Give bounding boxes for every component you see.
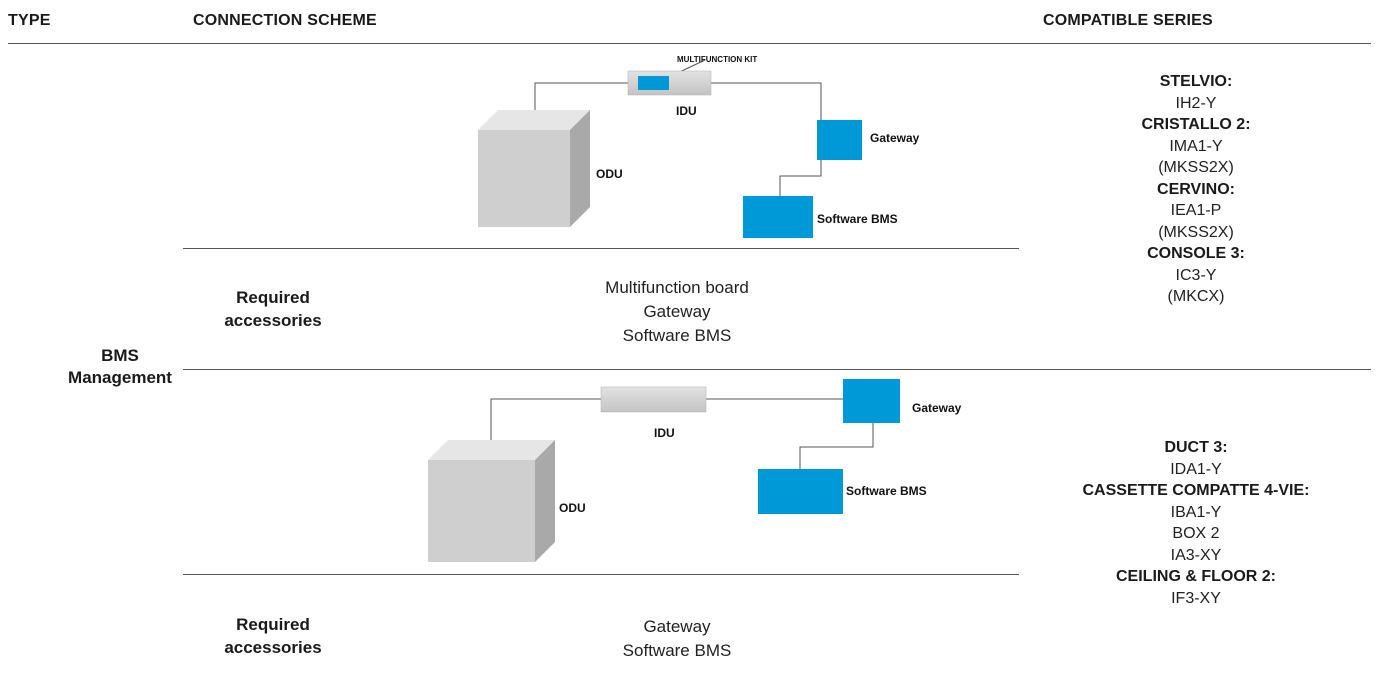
scheme2-software-bms-label: Software BMS — [846, 484, 927, 498]
series-name: CONSOLE 3: — [1147, 245, 1245, 262]
series-name: CERVINO: — [1157, 180, 1235, 198]
scheme2-odu-cube — [428, 440, 555, 562]
scheme2-required-accessories-label: Required accessories — [224, 615, 322, 657]
scheme1-gateway-label: Gateway — [870, 131, 920, 145]
scheme2-diagram: IDU ODU Gateway Software BMS — [428, 379, 962, 562]
series-model: (MKSS2X) — [1158, 159, 1234, 176]
accessory-item: Multifunction board — [605, 278, 749, 297]
scheme2-idu-label: IDU — [654, 426, 675, 440]
scheme2-divider — [183, 574, 1019, 575]
scheme1-multifunction-kit-label: MULTIFUNCTION KIT — [677, 55, 757, 64]
series-model: IC3-Y — [1175, 266, 1217, 284]
scheme1-idu-unit — [627, 70, 712, 96]
series-model: IA3-XY — [1170, 546, 1222, 564]
series-name: CEILING & FLOOR 2: — [1116, 568, 1276, 585]
scheme2-odu-label: ODU — [559, 501, 586, 515]
scheme1-multifunction-kit-block — [638, 76, 669, 90]
accessory-item: Gateway — [643, 617, 711, 636]
type-label: BMS Management — [68, 346, 172, 387]
accessory-item: Gateway — [643, 302, 711, 321]
scheme1-odu-cube — [478, 110, 590, 227]
accessory-item: Software BMS — [622, 326, 732, 345]
series-model: IF3-XY — [1171, 589, 1221, 607]
scheme2-idu-unit — [600, 386, 707, 413]
series-model: (MKCX) — [1167, 288, 1225, 305]
scheme1-accessories-list: Multifunction board Gateway Software BMS — [547, 276, 807, 348]
accessory-item: Software BMS — [622, 641, 732, 660]
scheme2-accessories-list: Gateway Software BMS — [547, 615, 807, 663]
scheme1-idu-label: IDU — [676, 104, 697, 118]
header-type: TYPE — [8, 12, 51, 29]
series-name: CRISTALLO 2: — [1141, 116, 1251, 133]
series-name: DUCT 3: — [1164, 439, 1228, 456]
scheme1-gateway-block — [817, 120, 862, 160]
scheme1-divider — [183, 248, 1019, 249]
scheme1-software-bms-block — [743, 196, 813, 238]
series-model: BOX 2 — [1172, 525, 1220, 542]
scheme1-diagram: MULTIFUNCTION KIT IDU ODU Gateway Softwa… — [478, 55, 920, 238]
header-divider — [8, 43, 1371, 44]
scheme2-software-bms-block — [758, 469, 843, 514]
header-connection-scheme: CONNECTION SCHEME — [193, 12, 377, 29]
series-model: (MKSS2X) — [1158, 223, 1234, 241]
series-model: IDA1-Y — [1170, 460, 1222, 478]
compatible-series-group-1: STELVIO: IH2-Y CRISTALLO 2: IMA1-Y (MKSS… — [1066, 71, 1326, 308]
scheme1-software-bms-label: Software BMS — [817, 212, 898, 226]
header-compatible-series: COMPATIBLE SERIES — [1043, 12, 1213, 29]
series-name: STELVIO: — [1159, 73, 1233, 90]
scheme2-wires — [490, 398, 874, 469]
series-model: IMA1-Y — [1169, 137, 1223, 155]
series-name: CASSETTE COMPATTE 4-VIE: — [1082, 482, 1310, 499]
series-model: IBA1-Y — [1170, 503, 1222, 521]
scheme1-required-accessories-label: Required accessories — [224, 288, 322, 330]
compatible-series-group-2: DUCT 3: IDA1-Y CASSETTE COMPATTE 4-VIE: … — [1066, 437, 1326, 609]
series-model: IH2-Y — [1175, 94, 1217, 112]
series-model: IEA1-P — [1170, 202, 1222, 219]
scheme2-gateway-block — [843, 379, 900, 423]
scheme1-odu-label: ODU — [596, 167, 623, 181]
section-divider — [183, 369, 1371, 370]
scheme2-gateway-label: Gateway — [912, 401, 962, 415]
